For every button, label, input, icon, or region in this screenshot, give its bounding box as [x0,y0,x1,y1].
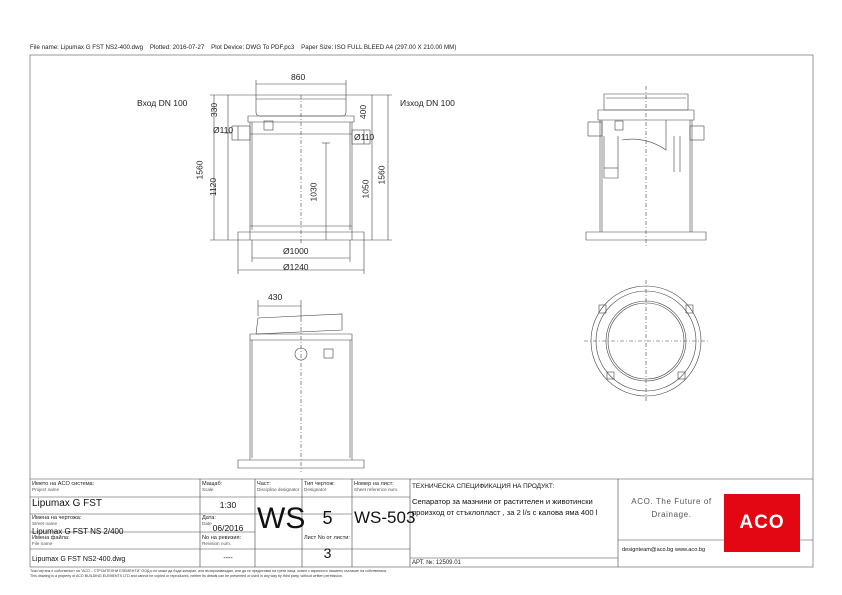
dim-1050: 1050 [360,179,371,199]
project-name-sub: Project name [32,487,60,492]
dim-width-top: 860 [291,72,306,82]
dim-d110-left: Ø110 [213,125,234,135]
type-sub: Designator [304,487,327,492]
aco-contact: designteam@aco.bg www.aco.bg [622,547,706,553]
dim-1560-left: 1560 [194,160,205,180]
header-plotted: Plotted: 2016-07-27 [149,44,205,51]
revision-sub: Revision num. [202,541,232,546]
file-sub: File name [32,541,53,546]
drawing-no-sub: Sheet reference num. [354,487,399,492]
header-plot-device: Plot Device: DWG To PDF.pc3 [211,44,295,51]
drawing-no-value: WS-503 [354,508,416,527]
outlet-label: Изход DN 100 [400,98,455,108]
sheet-no-value: 3 [323,545,332,561]
inlet-label: Вход DN 100 [137,98,188,108]
type-label: Тип чертож: [304,481,335,487]
drawing-no-label: Номер на лист: [354,481,394,487]
date-sub: Date [202,521,212,526]
file-name-value: Lipumax G FST NS2-400.dwg [32,556,126,563]
plot-header: File name: Lipumax G FST NS2-400.dwg Plo… [30,44,456,51]
aco-tagline: ACO. The Future of Drainage. [619,495,724,521]
section-view [585,86,707,246]
part-value: WS [257,502,306,535]
scale-sub: Scale [202,487,214,492]
project-name-cell: Името на ACO система: Project name [32,481,198,496]
header-paper-size: Paper Size: ISO FULL BLEED A4 (297.00 X … [301,44,457,51]
dim-330: 330 [209,102,220,118]
file-label-cell: Имена файла: File name [32,535,198,549]
dim-1120: 1120 [208,177,219,197]
date-value: 06/2016 [212,523,244,533]
plan-view [584,280,708,402]
part-cell: Част: Discipline designator [257,481,301,496]
drawing-no-cell: Номер на лист: Sheet reference num. [354,481,409,496]
revision-value: ---- [223,555,233,562]
sheet-border [29,54,814,568]
scale-value: 1:30 [219,500,237,510]
side-view [237,300,365,472]
date-cell: Дата: Date [202,515,254,529]
street-name-cell: Имена на чертожа: Street name [32,515,198,529]
spec-block: ТЕХНИЧЕСКА СПЕЦИФИКАЦИЯ НА ПРОДУКТ: Сепа… [412,481,617,557]
scale-label: Мащаб: [202,481,223,487]
front-view [210,80,392,274]
type-cell: Тип чертож: Designator [304,481,351,496]
dim-d1000: Ø1000 [283,246,309,256]
street-name-sub: Street name [32,521,58,526]
sheet-no-label: Лист No от листи: [304,535,350,541]
street-name-value: Lipumax G FST NS 2/400 [32,527,124,536]
date-label: Дата: [202,515,216,521]
aco-tagline-line-2: Drainage. [651,510,692,519]
part-label: Част: [257,481,271,487]
spec-line-1: Сепаратор за мазнини от растителен и жив… [412,497,593,506]
dim-430: 430 [268,292,283,302]
project-name-value: Lipumax G FST [32,498,103,509]
aco-logo: ACO [724,494,800,552]
revision-label: No на ревизия: [202,535,242,541]
aco-tagline-line-1: ACO. The Future of [631,497,712,506]
header-file-name: File name: Lipumax G FST NS2-400.dwg [30,44,144,51]
dim-d110-right: Ø110 [354,132,375,142]
dim-d1240: Ø1240 [283,262,309,272]
spec-title: ТЕХНИЧЕСКА СПЕЦИФИКАЦИЯ НА ПРОДУКТ: [412,483,555,490]
part-sub: Discipline designator [257,487,300,492]
dim-1030: 1030 [308,182,319,202]
scale-cell: Мащаб: Scale [202,481,254,496]
project-name-label: Името на ACO система: [32,481,95,487]
spec-line-2: произход от стъклопласт , за 2 l/s с кал… [412,508,598,517]
footer-disclaimer-bg: Този чертеж е собственост на "АСО – СТРО… [30,569,387,573]
dim-400: 400 [358,104,369,120]
footer-disclaimer-en: This drawing is a property of ACO BUILDI… [30,574,343,578]
revision-cell: No на ревизия: Revision num. [202,535,254,549]
dim-1560-right: 1560 [376,165,387,185]
article-number: АРТ. №: 12509.01 [412,560,461,566]
street-name-label: Имена на чертожа: [32,515,82,521]
type-value: 5 [322,508,333,528]
file-label: Имена файла: [32,535,70,541]
